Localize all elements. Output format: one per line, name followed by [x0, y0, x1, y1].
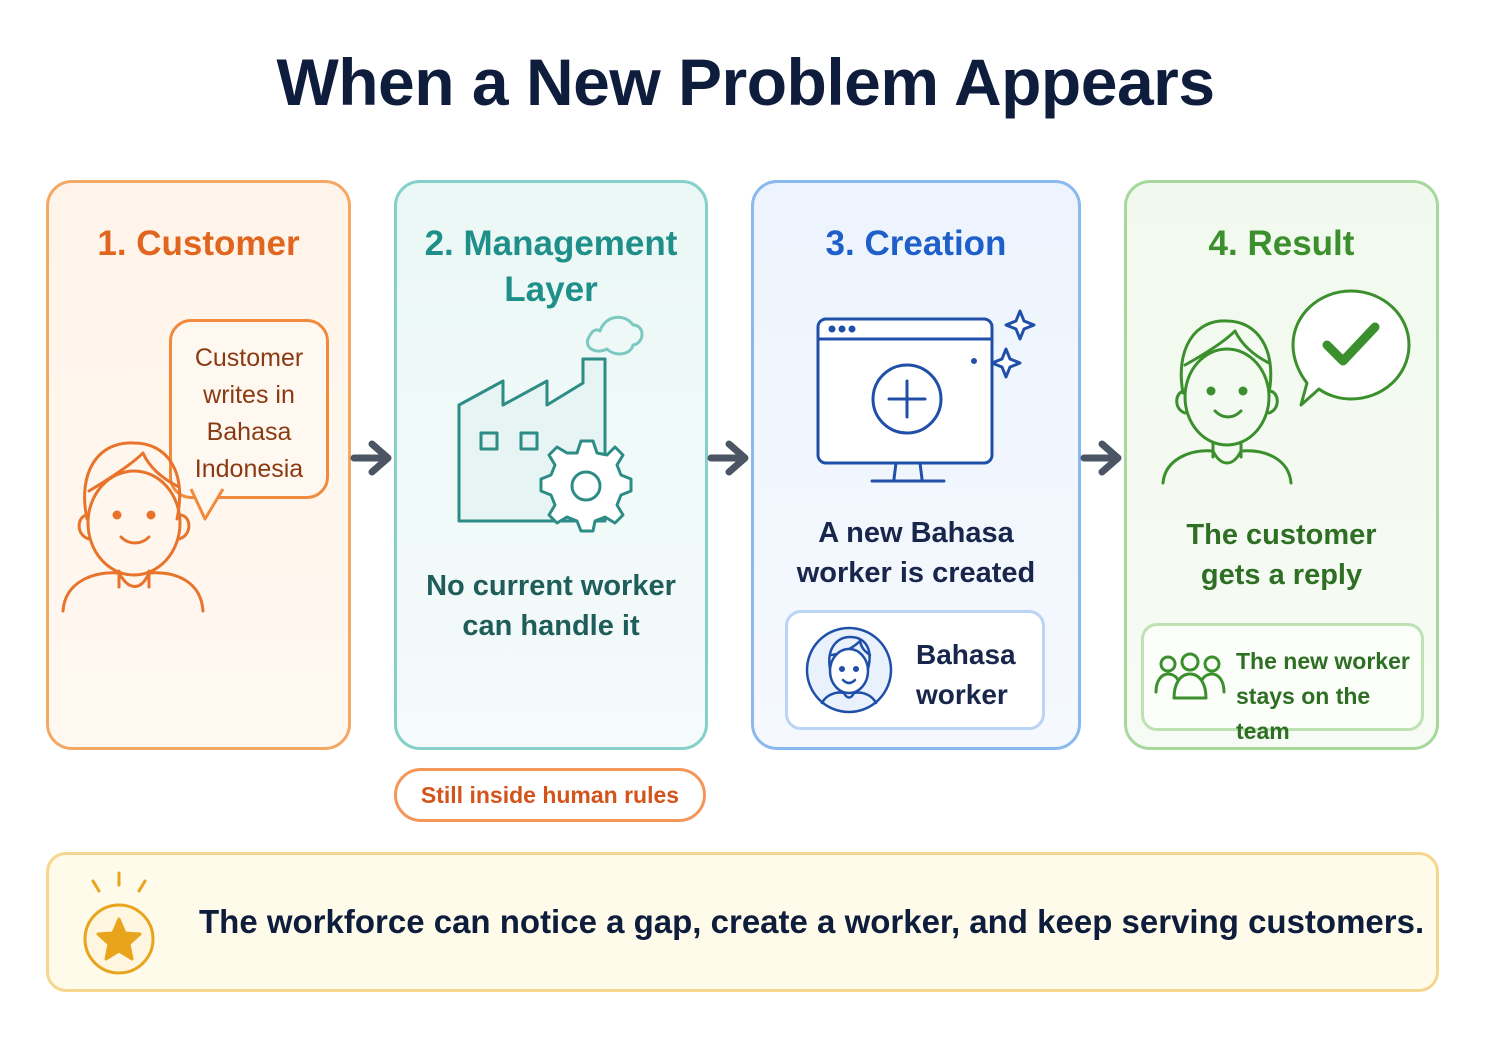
arrow-right-icon: [707, 440, 749, 476]
step-text-creation: A new Bahasa worker is created: [796, 517, 1036, 589]
step-title-result: 4. Result: [1208, 224, 1355, 263]
team-note-label: The new worker stays on the team: [1236, 648, 1410, 744]
step-card-result: 4. Result The customer gets a reply: [1124, 180, 1439, 750]
customer-result-icon: [1161, 319, 1293, 485]
summary-banner: The workforce can notice a gap, create a…: [46, 852, 1439, 992]
speech-bubble-text: Customer writes in Bahasa Indonesia: [194, 344, 304, 483]
customer-person-icon: [61, 441, 205, 613]
arrow-right-icon: [1080, 440, 1122, 476]
new-worker-card: Bahasa worker: [785, 610, 1045, 730]
team-icon: [1154, 652, 1226, 700]
speech-bubble: Customer writes in Bahasa Indonesia: [169, 319, 329, 499]
speech-bubble-tail-icon: [189, 488, 225, 521]
step-text-result: The customer gets a reply: [1186, 519, 1377, 591]
step-card-management: 2. Management Layer No current worker ca…: [394, 180, 708, 750]
new-worker-label: Bahasa worker: [916, 639, 1016, 710]
page-title: When a New Problem Appears: [276, 45, 1215, 119]
worker-avatar-icon: [805, 626, 893, 714]
step-card-creation: 3. Creation A new Bahasa worker is creat…: [751, 180, 1081, 750]
team-note-card: The new worker stays on the team: [1141, 623, 1424, 744]
step-title-customer: 1. Customer: [97, 224, 300, 263]
checkmark-bubble-icon: [1291, 289, 1411, 407]
summary-text: The workforce can notice a gap, create a…: [199, 903, 1425, 940]
step-title-management: 2. Management Layer: [424, 224, 678, 309]
human-rules-note: Still inside human rules: [394, 768, 706, 822]
arrow-right-icon: [350, 440, 392, 476]
step-title-creation: 3. Creation: [825, 224, 1007, 263]
step-card-customer: 1. Customer Customer writes in Bahasa In…: [46, 180, 351, 750]
factory-gear-icon: [457, 315, 644, 533]
star-badge-icon: [83, 871, 155, 975]
monitor-plus-icon: [816, 309, 1036, 483]
step-text-management: No current worker can handle it: [426, 570, 676, 642]
